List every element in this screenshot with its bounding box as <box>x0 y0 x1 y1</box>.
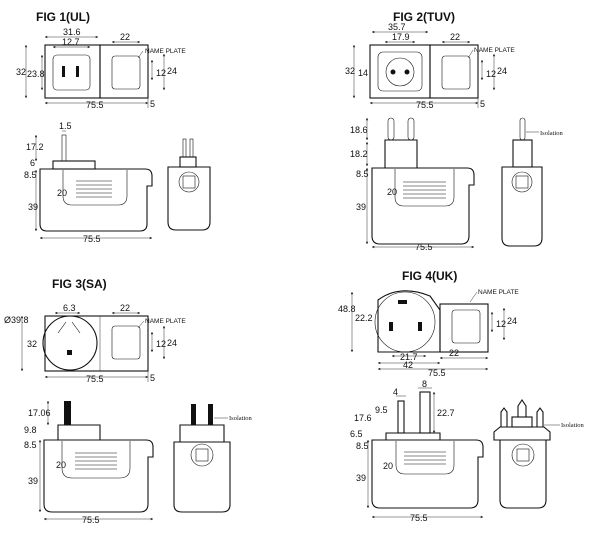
svg-text:20: 20 <box>383 461 393 471</box>
svg-text:75.5: 75.5 <box>428 368 446 378</box>
svg-text:39: 39 <box>28 202 38 212</box>
svg-text:6.5: 6.5 <box>350 429 363 439</box>
svg-text:24: 24 <box>167 338 177 348</box>
svg-text:22: 22 <box>120 303 130 313</box>
fig4-title: FIG 4(UK) <box>402 269 457 283</box>
svg-text:17.6: 17.6 <box>354 413 372 423</box>
svg-text:48.8: 48.8 <box>338 304 356 314</box>
fig1-side-view: 1.5 17.2 6 8.5 20 39 75.5 <box>24 121 153 244</box>
svg-text:20: 20 <box>387 187 397 197</box>
svg-text:8.5: 8.5 <box>356 169 369 179</box>
svg-text:12: 12 <box>486 69 496 79</box>
fig1-title: FIG 1(UL) <box>36 10 90 24</box>
svg-text:20: 20 <box>57 188 67 198</box>
svg-text:75.5: 75.5 <box>86 100 104 110</box>
fig3-top-view: 6.3 22 NAME PLATE Ø39.8 32 12 24 75.5 5 <box>4 303 186 384</box>
fig3-isolation-label: Isolation <box>229 415 252 422</box>
svg-text:12: 12 <box>156 339 166 349</box>
fig1-name-plate <box>111 55 141 90</box>
svg-text:NAME PLATE: NAME PLATE <box>474 47 515 54</box>
fig1-name-plate-label: NAME PLATE <box>145 48 186 55</box>
svg-text:75.5: 75.5 <box>416 100 434 110</box>
svg-text:24: 24 <box>497 66 507 76</box>
svg-text:32: 32 <box>16 67 26 77</box>
fig2-title: FIG 2(TUV) <box>393 10 455 24</box>
svg-text:17.2: 17.2 <box>26 142 44 152</box>
svg-text:22.7: 22.7 <box>437 408 455 418</box>
svg-text:8.5: 8.5 <box>356 441 369 451</box>
fig3-end-view: Isolation <box>173 404 252 513</box>
fig3-side-view: 17.06 9.8 8.5 20 39 75.5 <box>24 400 154 525</box>
fig4-plug-face <box>377 290 441 353</box>
fig2-isolation-label: Isolation <box>540 130 563 137</box>
svg-text:24: 24 <box>167 66 177 76</box>
svg-text:NAME PLATE: NAME PLATE <box>145 318 186 325</box>
fig2-end-view: Isolation <box>501 117 563 247</box>
svg-text:42: 42 <box>403 360 413 370</box>
svg-text:32: 32 <box>345 66 355 76</box>
svg-text:35.7: 35.7 <box>388 22 406 32</box>
svg-text:32: 32 <box>27 339 37 349</box>
fig4-end-view: Isolation <box>493 399 584 509</box>
fig1-ul: FIG 1(UL) 31.6 12.7 22 NAME PLATE 32 23.… <box>16 10 211 244</box>
svg-text:12.7: 12.7 <box>62 37 80 47</box>
svg-text:75.5: 75.5 <box>410 513 428 523</box>
svg-text:24: 24 <box>507 316 517 326</box>
fig1-body-side <box>39 168 153 232</box>
svg-text:5: 5 <box>480 99 485 109</box>
fig4-side-view: 4 8 22.7 17.6 9.5 6.5 8.5 20 39 75.5 <box>350 379 484 523</box>
svg-text:NAME PLATE: NAME PLATE <box>478 289 519 296</box>
svg-text:9.8: 9.8 <box>24 425 37 435</box>
fig2-tuv: FIG 2(TUV) 35.7 17.9 22 NAME PLATE 32 14… <box>345 10 563 252</box>
svg-text:23.8: 23.8 <box>27 69 45 79</box>
svg-text:18.6: 18.6 <box>350 125 368 135</box>
svg-text:5: 5 <box>150 99 155 109</box>
svg-text:22: 22 <box>120 32 130 42</box>
svg-text:17.9: 17.9 <box>392 32 410 42</box>
svg-text:18.2: 18.2 <box>350 149 368 159</box>
svg-text:31.6: 31.6 <box>63 27 81 37</box>
svg-text:4: 4 <box>393 387 398 397</box>
svg-text:39: 39 <box>356 202 366 212</box>
svg-text:6: 6 <box>30 158 35 168</box>
svg-text:75.5: 75.5 <box>83 234 101 244</box>
svg-text:5: 5 <box>150 373 155 383</box>
svg-text:75.5: 75.5 <box>82 515 100 525</box>
svg-text:12: 12 <box>156 68 166 78</box>
svg-text:75.5: 75.5 <box>86 374 104 384</box>
svg-text:39: 39 <box>28 476 38 486</box>
svg-text:9.5: 9.5 <box>375 405 388 415</box>
fig1-pin <box>61 134 67 162</box>
svg-text:75.5: 75.5 <box>415 242 433 252</box>
fig1-end-view <box>167 138 211 231</box>
svg-text:22: 22 <box>449 348 459 358</box>
fig2-top-view: 35.7 17.9 22 NAME PLATE 32 14 12 24 75.5… <box>345 22 515 110</box>
svg-text:8: 8 <box>422 379 427 389</box>
svg-text:22: 22 <box>450 32 460 42</box>
fig3-title: FIG 3(SA) <box>52 277 107 291</box>
svg-text:14: 14 <box>358 68 368 78</box>
svg-text:17.06: 17.06 <box>28 408 51 418</box>
fig1-top-view: 31.6 12.7 22 NAME PLATE 32 23.8 12 24 75… <box>16 27 186 110</box>
fig4-uk: FIG 4(UK) NAME PLATE 48.8 22.2 12 24 21.… <box>338 269 584 523</box>
svg-text:22.2: 22.2 <box>355 313 373 323</box>
svg-text:20: 20 <box>56 460 66 470</box>
fig1-end-body <box>167 166 211 231</box>
svg-text:8.5: 8.5 <box>24 170 37 180</box>
fig1-body-top <box>99 44 149 99</box>
svg-text:1.5: 1.5 <box>59 121 72 131</box>
svg-text:Ø39.8: Ø39.8 <box>4 315 29 325</box>
svg-text:6.3: 6.3 <box>63 303 76 313</box>
fig3-sa: FIG 3(SA) 6.3 22 NAME PLATE Ø39.8 32 12 … <box>4 277 252 525</box>
svg-text:21.7: 21.7 <box>400 352 418 362</box>
svg-text:12: 12 <box>496 319 506 329</box>
fig4-isolation-label: Isolation <box>561 422 584 429</box>
svg-text:39: 39 <box>356 473 366 483</box>
svg-text:8.5: 8.5 <box>24 440 37 450</box>
fig4-top-view: NAME PLATE 48.8 22.2 12 24 21.7 42 22 75… <box>338 289 519 378</box>
fig2-side-view: 18.6 18.2 8.5 20 39 75.5 <box>350 117 475 252</box>
